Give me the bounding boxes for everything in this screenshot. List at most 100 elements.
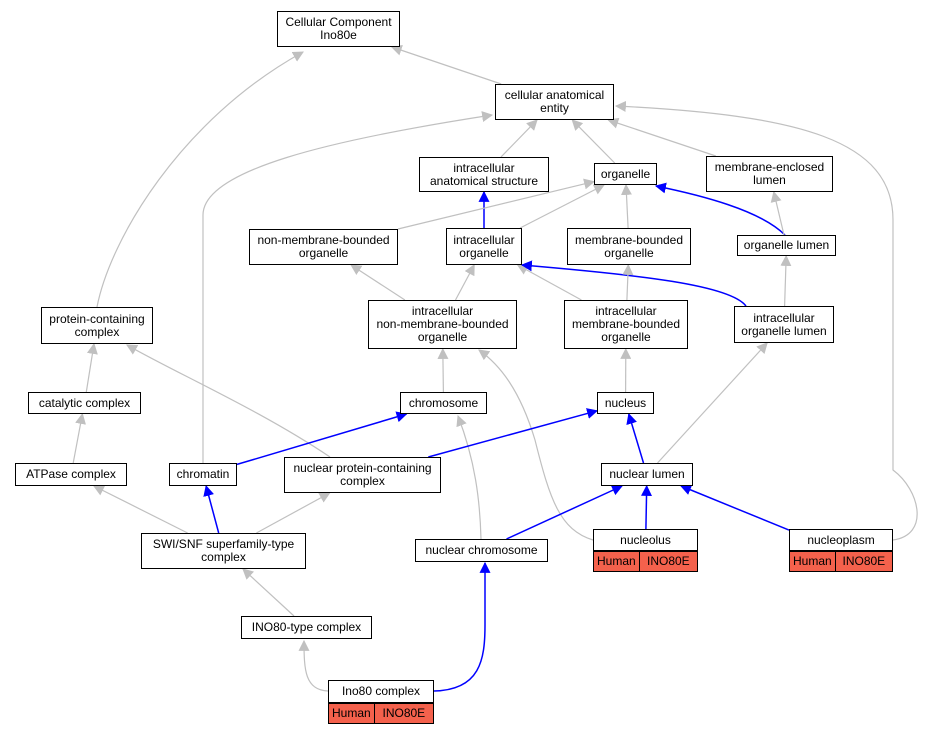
- term-label-line: nucleolus: [620, 532, 671, 547]
- annotation-species[interactable]: Human: [789, 551, 836, 572]
- is-a-edge-nucleoplasm-to-cae: [614, 100, 918, 541]
- is-a-edge-organelle-to-cae: [571, 119, 616, 164]
- is-a-edge-imbo-to-mbo: [622, 263, 634, 301]
- term-label-line: nucleoplasm: [807, 532, 875, 547]
- term-label-line: entity: [540, 101, 569, 115]
- is-a-edge-cat-to-pcc: [85, 342, 98, 393]
- annotation-gene[interactable]: INO80E: [639, 551, 698, 572]
- term-label-line: protein-containing: [49, 311, 145, 326]
- term-label: nucleolus: [620, 532, 671, 547]
- term-label-line: organelle lumen: [743, 238, 830, 252]
- term-node-nucleoplasm[interactable]: nucleoplasm: [789, 529, 893, 551]
- term-label: nucleoplasm: [807, 532, 875, 547]
- term-label-line: organelle: [601, 330, 651, 344]
- term-label-line: organelle: [459, 245, 509, 260]
- term-label: chromatin: [177, 468, 230, 481]
- term-label-line: chromosome: [408, 395, 479, 410]
- is-a-edge-nmbo-to-organelle: [397, 178, 596, 230]
- term-label-line: intracellular: [453, 160, 515, 175]
- is-a-edge-iol-to-ol: [780, 254, 792, 307]
- term-node-organelle[interactable]: organelle: [594, 163, 657, 185]
- term-node-ino80type[interactable]: INO80-type complex: [241, 616, 372, 639]
- term-label-line: non-membrane-bounded: [257, 233, 390, 247]
- term-label-line: anatomical structure: [429, 173, 539, 188]
- is-a-edge-swisnf-to-npcc: [256, 492, 331, 534]
- is-a-edge-cae-to-cc_ino80e: [390, 44, 502, 85]
- term-label-line: nuclear chromosome: [425, 543, 538, 557]
- is-a-edge-pcc-to-cc_ino80e: [96, 51, 304, 308]
- annotation-species[interactable]: Human: [328, 703, 375, 724]
- term-node-nchrom[interactable]: nuclear chromosome: [415, 539, 548, 562]
- is-a-edge-ino80-to-ino80type: [298, 639, 329, 692]
- term-label-line: organelle: [604, 245, 654, 260]
- term-label-line: membrane-enclosed: [714, 160, 825, 174]
- term-label-line: Cellular Component: [285, 15, 392, 29]
- is-a-edge-ol-to-mel: [770, 190, 785, 236]
- is-a-edge-atpase-to-cat: [72, 412, 86, 464]
- term-label-line: membrane-bounded: [574, 232, 684, 247]
- term-label-line: Ino80 complex: [341, 684, 421, 698]
- term-label-line: intracellular: [411, 304, 474, 318]
- term-label-line: complex: [74, 324, 120, 339]
- term-label: nuclear lumen: [609, 468, 684, 481]
- term-node-nucleus[interactable]: nucleus: [597, 392, 654, 414]
- part-of-edge-nchrom-to-nlumen: [506, 485, 623, 540]
- term-node-ol[interactable]: organelle lumen: [737, 235, 836, 256]
- part-of-edge-nucleolus-to-nlumen: [641, 484, 653, 530]
- annotation-gene[interactable]: INO80E: [835, 551, 893, 572]
- term-label-line: organelle: [417, 330, 468, 344]
- term-node-ino80[interactable]: Ino80 complex: [328, 680, 434, 703]
- term-label: Ino80 complex: [342, 685, 420, 698]
- term-node-cat[interactable]: catalytic complex: [28, 392, 141, 414]
- term-label-line: complex: [340, 474, 385, 488]
- is-a-edge-imbo-to-io: [516, 264, 582, 301]
- annotation-gene[interactable]: INO80E: [374, 703, 434, 724]
- is-a-edge-chromatin-to-cae: [202, 111, 494, 463]
- term-node-chromatin[interactable]: chromatin: [169, 463, 237, 486]
- is-a-edge-chromosome-to-inmbo: [437, 347, 449, 393]
- term-label-line: lumen: [753, 173, 786, 187]
- term-node-chromosome[interactable]: chromosome: [400, 392, 487, 414]
- is-a-edge-inmbo-to-io: [454, 264, 475, 301]
- is-a-edge-mel-to-cae: [607, 117, 716, 157]
- term-node-nlumen[interactable]: nuclear lumen: [601, 463, 693, 486]
- term-label: nucleus: [605, 396, 646, 410]
- annotation-species[interactable]: Human: [593, 551, 640, 572]
- term-node-nucleolus[interactable]: nucleolus: [593, 529, 698, 551]
- term-label-line: catalytic complex: [38, 395, 131, 410]
- term-label: nuclear chromosome: [425, 544, 537, 557]
- term-label-line: organelle: [600, 166, 651, 181]
- term-node-atpase[interactable]: ATPase complex: [15, 463, 127, 486]
- part-of-edge-nlumen-to-nucleus: [626, 412, 645, 464]
- term-label-line: Ino80e: [320, 28, 357, 42]
- part-of-edge-ino80-to-nchrom: [433, 561, 491, 692]
